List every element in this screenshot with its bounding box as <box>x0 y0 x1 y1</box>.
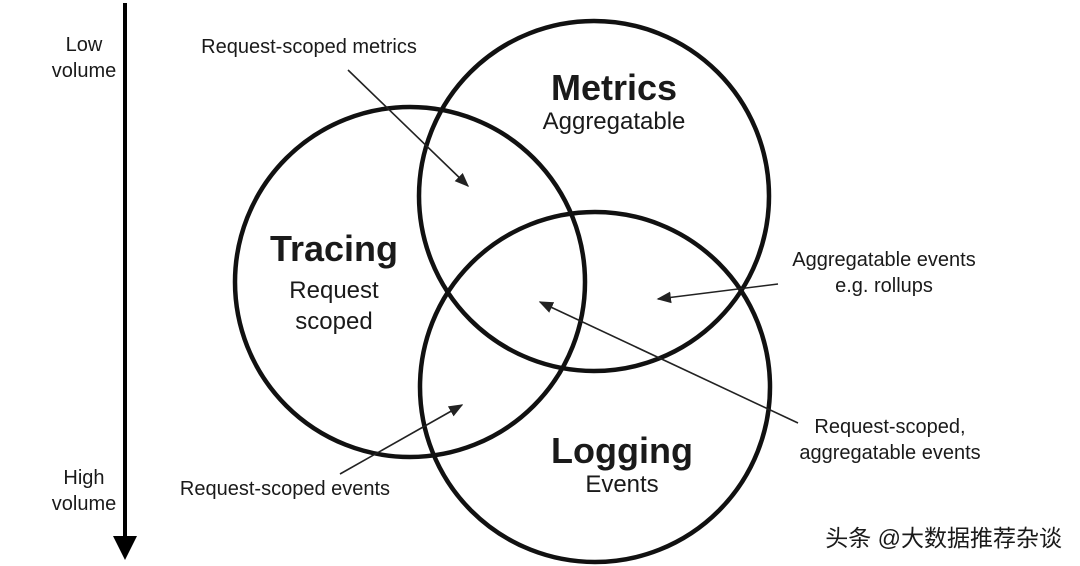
logging-title: Logging <box>551 430 693 471</box>
arrow-request-scoped-aggregatable <box>538 301 799 424</box>
tracing-subtitle-line2: scoped <box>295 308 372 335</box>
logging-circle <box>417 209 773 565</box>
high-volume-label-line1: High <box>63 467 104 489</box>
callout-aggregatable-events-line1: Aggregatable events <box>792 249 975 271</box>
arrow-request-scoped-metrics <box>347 69 470 188</box>
arrow-aggregatable-events <box>656 283 779 304</box>
tracing-subtitle-line1: Request <box>289 277 379 304</box>
tracing-circle <box>232 104 588 460</box>
callout-request-scoped-events: Request-scoped events <box>180 478 390 500</box>
metrics-subtitle: Aggregatable <box>543 108 686 135</box>
callout-request-scoped-metrics: Request-scoped metrics <box>201 36 417 58</box>
low-volume-label-line1: Low <box>66 34 103 56</box>
logging-subtitle: Events <box>585 471 658 498</box>
callout-aggregatable-events-line2: e.g. rollups <box>835 275 933 297</box>
tracing-title: Tracing <box>270 228 398 269</box>
watermark-text: 头条 @大数据推荐杂谈 <box>825 525 1062 551</box>
callout-request-scoped-aggregatable-line1: Request-scoped, <box>814 416 965 438</box>
metrics-circle <box>416 18 772 374</box>
arrow-request-scoped-events <box>339 404 464 475</box>
high-volume-label-line2: volume <box>52 493 116 515</box>
metrics-title: Metrics <box>551 67 677 108</box>
low-volume-label-line2: volume <box>52 60 116 82</box>
callout-request-scoped-aggregatable-line2: aggregatable events <box>799 442 980 464</box>
